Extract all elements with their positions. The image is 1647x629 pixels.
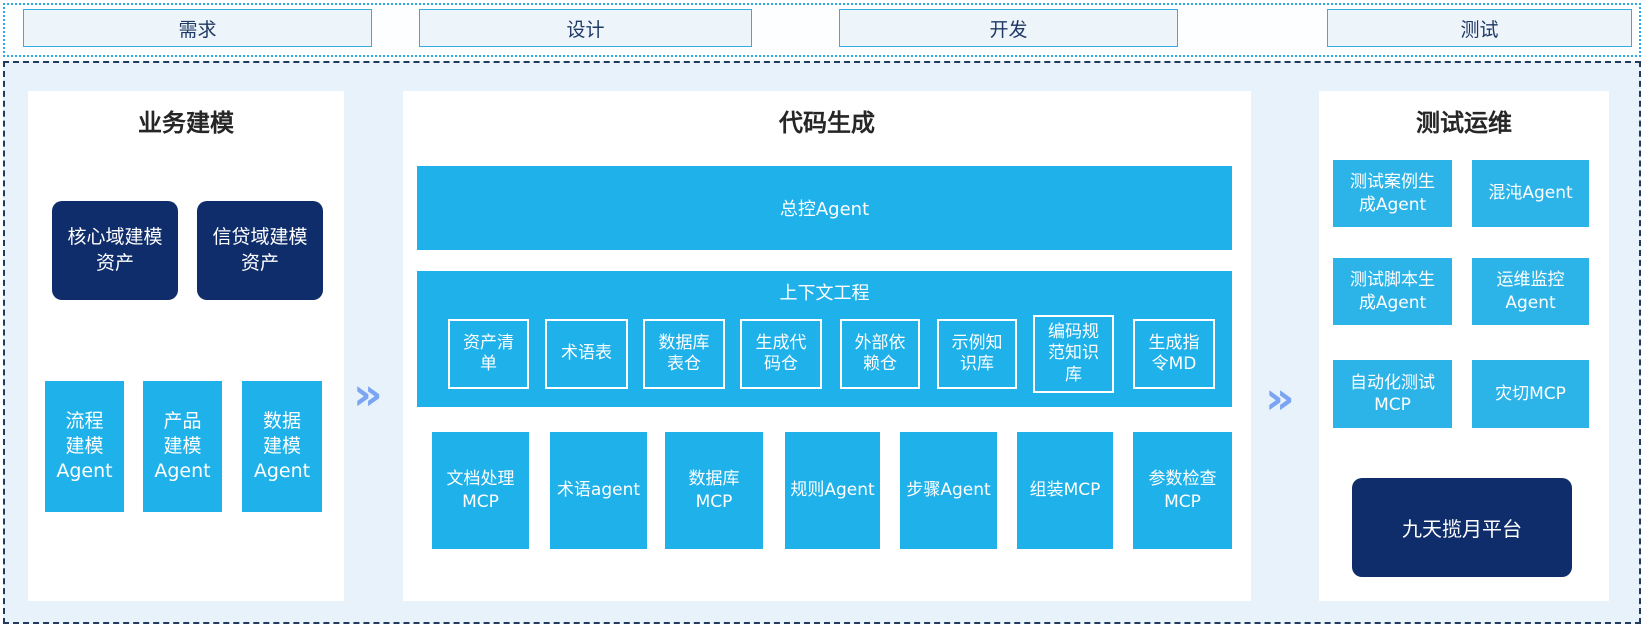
double-chevron-right-icon: » — [1265, 372, 1295, 424]
box-chaos-agent: 混沌Agent — [1472, 160, 1589, 227]
context-item-external-deps-repo: 外部依 赖仓 — [840, 319, 920, 389]
context-item-example-kb: 示例知 识库 — [937, 319, 1017, 389]
panel-title-code-generation: 代码生成 — [779, 109, 875, 137]
context-item-glossary: 术语表 — [545, 319, 628, 389]
context-item-db-table-repo: 数据库 表仓 — [643, 319, 725, 389]
context-item-gen-instruction-md: 生成指 令MD — [1133, 319, 1215, 389]
tool-box-doc-processing-mcp: 文档处理 MCP — [432, 432, 529, 549]
panel-title-business-modeling: 业务建模 — [138, 109, 234, 137]
tool-box-glossary-agent: 术语agent — [550, 432, 647, 549]
context-item-asset-list: 资产清 单 — [448, 319, 529, 389]
main-container: 业务建模 核心域建模 资产 信贷域建模 资产 流程 建模 Agent 产品 建模… — [3, 61, 1641, 624]
box-ops-monitor-agent: 运维监控 Agent — [1472, 258, 1589, 325]
box-disaster-switch-mcp: 灾切MCP — [1472, 360, 1589, 428]
box-automated-test-mcp: 自动化测试 MCP — [1333, 360, 1452, 428]
master-agent-bar: 总控Agent — [417, 166, 1232, 250]
context-item-generated-code-repo: 生成代 码仓 — [740, 319, 822, 389]
phase-box-testing: 测试 — [1327, 9, 1632, 47]
tool-box-database-mcp: 数据库 MCP — [665, 432, 763, 549]
asset-box-credit-domain: 信贷域建模 资产 — [197, 201, 323, 300]
tool-box-rule-agent: 规则Agent — [785, 432, 880, 549]
box-test-script-gen-agent: 测试脚本生 成Agent — [1333, 258, 1452, 325]
double-chevron-right-icon: » — [353, 368, 383, 420]
context-engineering-band: 上下文工程 资产清 单 术语表 数据库 表仓 生成代 码仓 外部依 赖仓 示例知… — [417, 271, 1232, 407]
box-test-case-gen-agent: 测试案例生 成Agent — [1333, 160, 1452, 227]
platform-box-jiutian-lanyue: 九天揽月平台 — [1352, 478, 1572, 577]
asset-box-core-domain: 核心域建模 资产 — [52, 201, 178, 300]
context-engineering-title: 上下文工程 — [779, 283, 870, 304]
tool-box-assembly-mcp: 组装MCP — [1017, 432, 1113, 549]
panel-code-generation: 代码生成 总控Agent 上下文工程 资产清 单 术语表 数据库 表仓 生成代 … — [403, 91, 1251, 601]
phase-box-design: 设计 — [419, 9, 752, 47]
tool-box-step-agent: 步骤Agent — [900, 432, 997, 549]
agent-box-process-modeling: 流程 建模 Agent — [45, 381, 124, 512]
phase-box-development: 开发 — [839, 9, 1178, 47]
panel-business-modeling: 业务建模 核心域建模 资产 信贷域建模 资产 流程 建模 Agent 产品 建模… — [28, 91, 344, 601]
agent-box-product-modeling: 产品 建模 Agent — [143, 381, 222, 512]
agent-box-data-modeling: 数据 建模 Agent — [242, 381, 322, 512]
tool-box-param-check-mcp: 参数检查 MCP — [1133, 432, 1232, 549]
phase-strip: 需求 设计 开发 测试 — [3, 3, 1641, 57]
context-item-coding-standards-kb: 编码规 范知识 库 — [1033, 315, 1114, 393]
phase-box-requirements: 需求 — [23, 9, 372, 47]
panel-title-test-ops: 测试运维 — [1416, 109, 1512, 137]
panel-test-ops: 测试运维 测试案例生 成Agent 混沌Agent 测试脚本生 成Agent 运… — [1319, 91, 1609, 601]
